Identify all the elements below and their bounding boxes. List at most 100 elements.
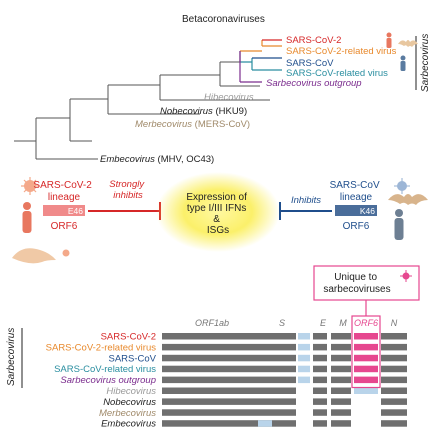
embecovirus-example: (MHV, OC43) xyxy=(155,154,214,165)
right-lineage-title: SARS-CoV lineage xyxy=(330,180,383,203)
gene-e xyxy=(313,398,327,405)
tree-leaf-embecovirus: Embecovirus (MHV, OC43) xyxy=(100,154,214,165)
left-arrow-word2: inhibits xyxy=(113,190,143,201)
gene-orf6-absent xyxy=(354,387,378,394)
left-arrow-word1: Strongly xyxy=(109,179,145,190)
bat-icon-right xyxy=(388,194,428,205)
tree-leaf-sars-cov-2: SARS-CoV-2 xyxy=(286,35,341,46)
genome-row-label: SARS-CoV-related virus xyxy=(54,364,156,375)
virus-icon-callout xyxy=(400,270,412,282)
gene-orf6 xyxy=(354,343,378,351)
gene-e xyxy=(313,365,327,373)
right-residue-label: K46 xyxy=(360,206,375,216)
genome-row-label: SARS-CoV-2 xyxy=(101,332,156,343)
bat-icon xyxy=(398,40,418,47)
left-protein-label: ORF6 xyxy=(51,221,78,232)
right-lineage-name: SARS-CoV xyxy=(330,180,380,191)
tree-title: Betacoronaviruses xyxy=(182,14,265,25)
gene-accessory-segment xyxy=(298,376,310,384)
gene-e xyxy=(313,376,327,384)
genome-row-label: SARS-CoV-2-related virus xyxy=(46,342,157,353)
col-header-orf1ab: ORF1ab xyxy=(195,318,229,328)
gene-orf1ab-s xyxy=(162,387,296,394)
col-header-orf6: ORF6 xyxy=(354,318,378,328)
left-residue-label: E46 xyxy=(68,206,83,216)
gene-m xyxy=(331,354,351,362)
callout-line-2: sarbecoviruses xyxy=(323,284,390,295)
genome-clade-label: Sarbecovirus xyxy=(6,328,17,386)
human-figure-right xyxy=(394,209,404,240)
genome-row-label: Merbecovirus xyxy=(99,408,156,419)
gene-n xyxy=(381,398,407,405)
gene-orf1ab-s xyxy=(162,354,296,362)
virus-icon-right xyxy=(394,178,410,194)
gene-accessory-segment xyxy=(298,343,310,351)
center-line-4: ISGs xyxy=(207,225,229,236)
tree-colored-branches xyxy=(239,39,282,83)
left-lineage-name: SARS-CoV-2 xyxy=(33,180,92,191)
tree-clade-label: Sarbecovirus xyxy=(420,34,431,92)
col-header-e: E xyxy=(320,318,327,328)
gene-m xyxy=(331,398,351,405)
gene-accessory-segment xyxy=(298,365,310,373)
gene-e xyxy=(313,343,327,351)
right-lineage-word: lineage xyxy=(340,192,373,203)
callout-box xyxy=(313,265,420,301)
gene-n xyxy=(381,409,407,416)
tree-leaf-sars-cov: SARS-CoV xyxy=(286,58,334,69)
merbecovirus-example: (MERS-CoV) xyxy=(192,119,250,130)
col-header-s: S xyxy=(279,318,285,328)
genome-row-label: Embecovirus xyxy=(101,419,156,430)
col-header-m: M xyxy=(339,318,347,328)
gene-e xyxy=(313,354,327,362)
tree-leaf-nobecovirus: Nobecovirus (HKU9) xyxy=(160,106,247,117)
gene-orf1ab-s xyxy=(162,343,296,351)
pangolin-icon xyxy=(12,248,56,264)
tree-leaf-sars-cov-2-related: SARS-CoV-2-related virus xyxy=(286,46,397,57)
phylogenetic-tree: Betacoronaviruses SARS-CoV-2 SARS-CoV-2-… xyxy=(14,14,431,165)
embecovirus-genus: Embecovirus xyxy=(100,154,155,165)
nobecovirus-example: (HKU9) xyxy=(213,106,247,117)
left-lineage-word: lineage xyxy=(48,192,81,203)
callout-line-1: Unique to xyxy=(334,272,377,283)
gene-orf1ab-s xyxy=(162,398,296,405)
gene-orf1ab-s xyxy=(162,409,296,416)
gene-orf1ab-s xyxy=(162,365,296,373)
tree-branches xyxy=(14,61,270,160)
gene-orf6 xyxy=(354,365,378,373)
center-glow xyxy=(156,172,280,252)
gene-orf6 xyxy=(354,354,378,362)
nobecovirus-genus: Nobecovirus xyxy=(160,106,213,117)
gene-m xyxy=(331,409,351,416)
genome-comparison: Unique to sarbecoviruses ORF1ab S E M OR… xyxy=(6,265,420,430)
tree-leaf-sars-cov-related: SARS-CoV-related virus xyxy=(286,68,388,79)
gene-orf6 xyxy=(354,376,378,384)
gene-accessory-segment xyxy=(298,354,310,362)
center-line-3: & xyxy=(213,214,220,225)
right-residue-box xyxy=(335,205,377,216)
gene-m xyxy=(331,420,351,427)
col-header-n: N xyxy=(391,318,398,328)
gene-m xyxy=(331,376,351,384)
gene-accessory-segment xyxy=(258,420,272,427)
virus-icon-left-small xyxy=(62,249,70,257)
genome-row-label: SARS-CoV xyxy=(108,353,156,364)
gene-e xyxy=(313,409,327,416)
left-lineage-title: SARS-CoV-2 lineage xyxy=(33,180,94,203)
gene-m xyxy=(331,387,351,394)
gene-orf1ab-s xyxy=(162,376,296,384)
gene-orf1ab-s xyxy=(162,420,296,427)
right-protein-label: ORF6 xyxy=(343,221,370,232)
gene-e xyxy=(313,387,327,394)
left-residue-box xyxy=(43,205,85,216)
gene-m xyxy=(331,333,351,340)
right-arrow-label: Inhibits xyxy=(291,195,321,206)
gene-e xyxy=(313,420,327,427)
gene-n xyxy=(381,387,407,394)
merbecovirus-genus: Merbecovirus xyxy=(135,119,192,130)
gene-m xyxy=(331,365,351,373)
orf6-highlight-box xyxy=(351,315,381,389)
gene-n xyxy=(381,333,407,340)
